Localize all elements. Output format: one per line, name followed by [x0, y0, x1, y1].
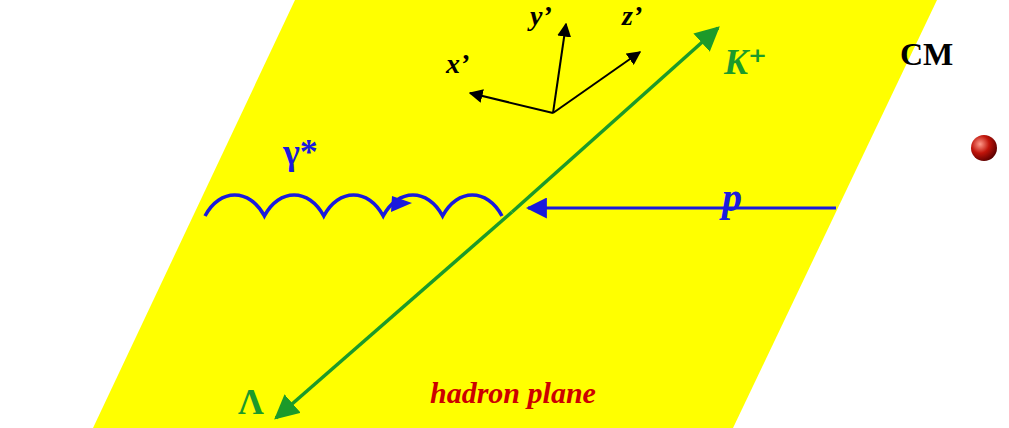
proton-track [528, 207, 836, 210]
photon-arrowhead [391, 196, 412, 212]
axes [470, 24, 640, 113]
axis-label: x’ [446, 50, 469, 78]
particle-label: K⁺ [724, 44, 767, 80]
axis-label: y’ [530, 2, 552, 30]
particle-label: Λ [238, 384, 264, 420]
photon-wave [205, 195, 502, 216]
frame-label: CM [900, 38, 953, 70]
kaon-track [512, 28, 718, 212]
plane-label: hadron plane [430, 378, 596, 408]
red-ball [971, 135, 997, 161]
particle-label: p [722, 178, 742, 218]
hadron-plane [93, 0, 937, 428]
particle-label: γ* [283, 134, 318, 170]
axis-label: z’ [622, 2, 642, 30]
